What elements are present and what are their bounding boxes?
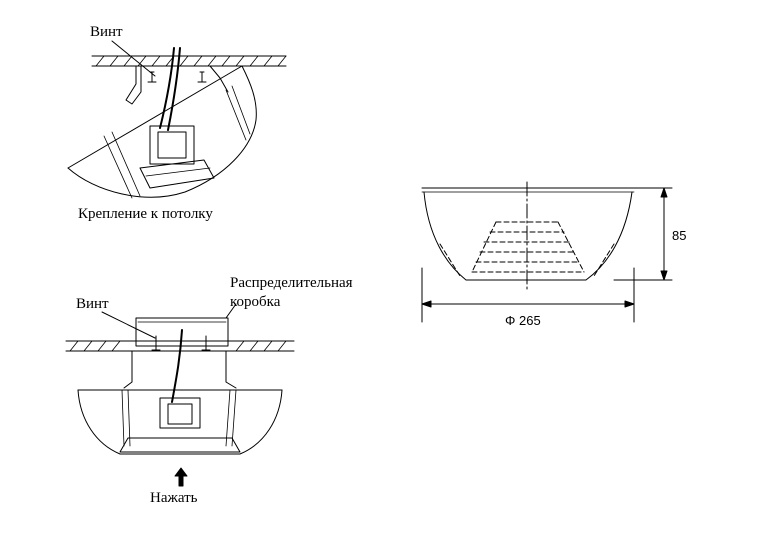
ceiling-mount-illustration	[67, 40, 287, 199]
dimension-drawing	[421, 181, 673, 323]
top-screw-label: Винт	[90, 24, 123, 40]
junction-box-label-line1: Распределительная	[230, 275, 353, 291]
junction-box-illustration	[65, 303, 295, 487]
diameter-dimension-label: Φ 265	[505, 313, 541, 328]
height-dimension-label: 85	[672, 228, 687, 243]
push-label: Нажать	[150, 490, 198, 506]
ceiling-mount-caption: Крепление к потолку	[78, 206, 213, 222]
bottom-screw-label: Винт	[76, 296, 109, 312]
junction-box-label-line2: коробка	[230, 294, 281, 310]
